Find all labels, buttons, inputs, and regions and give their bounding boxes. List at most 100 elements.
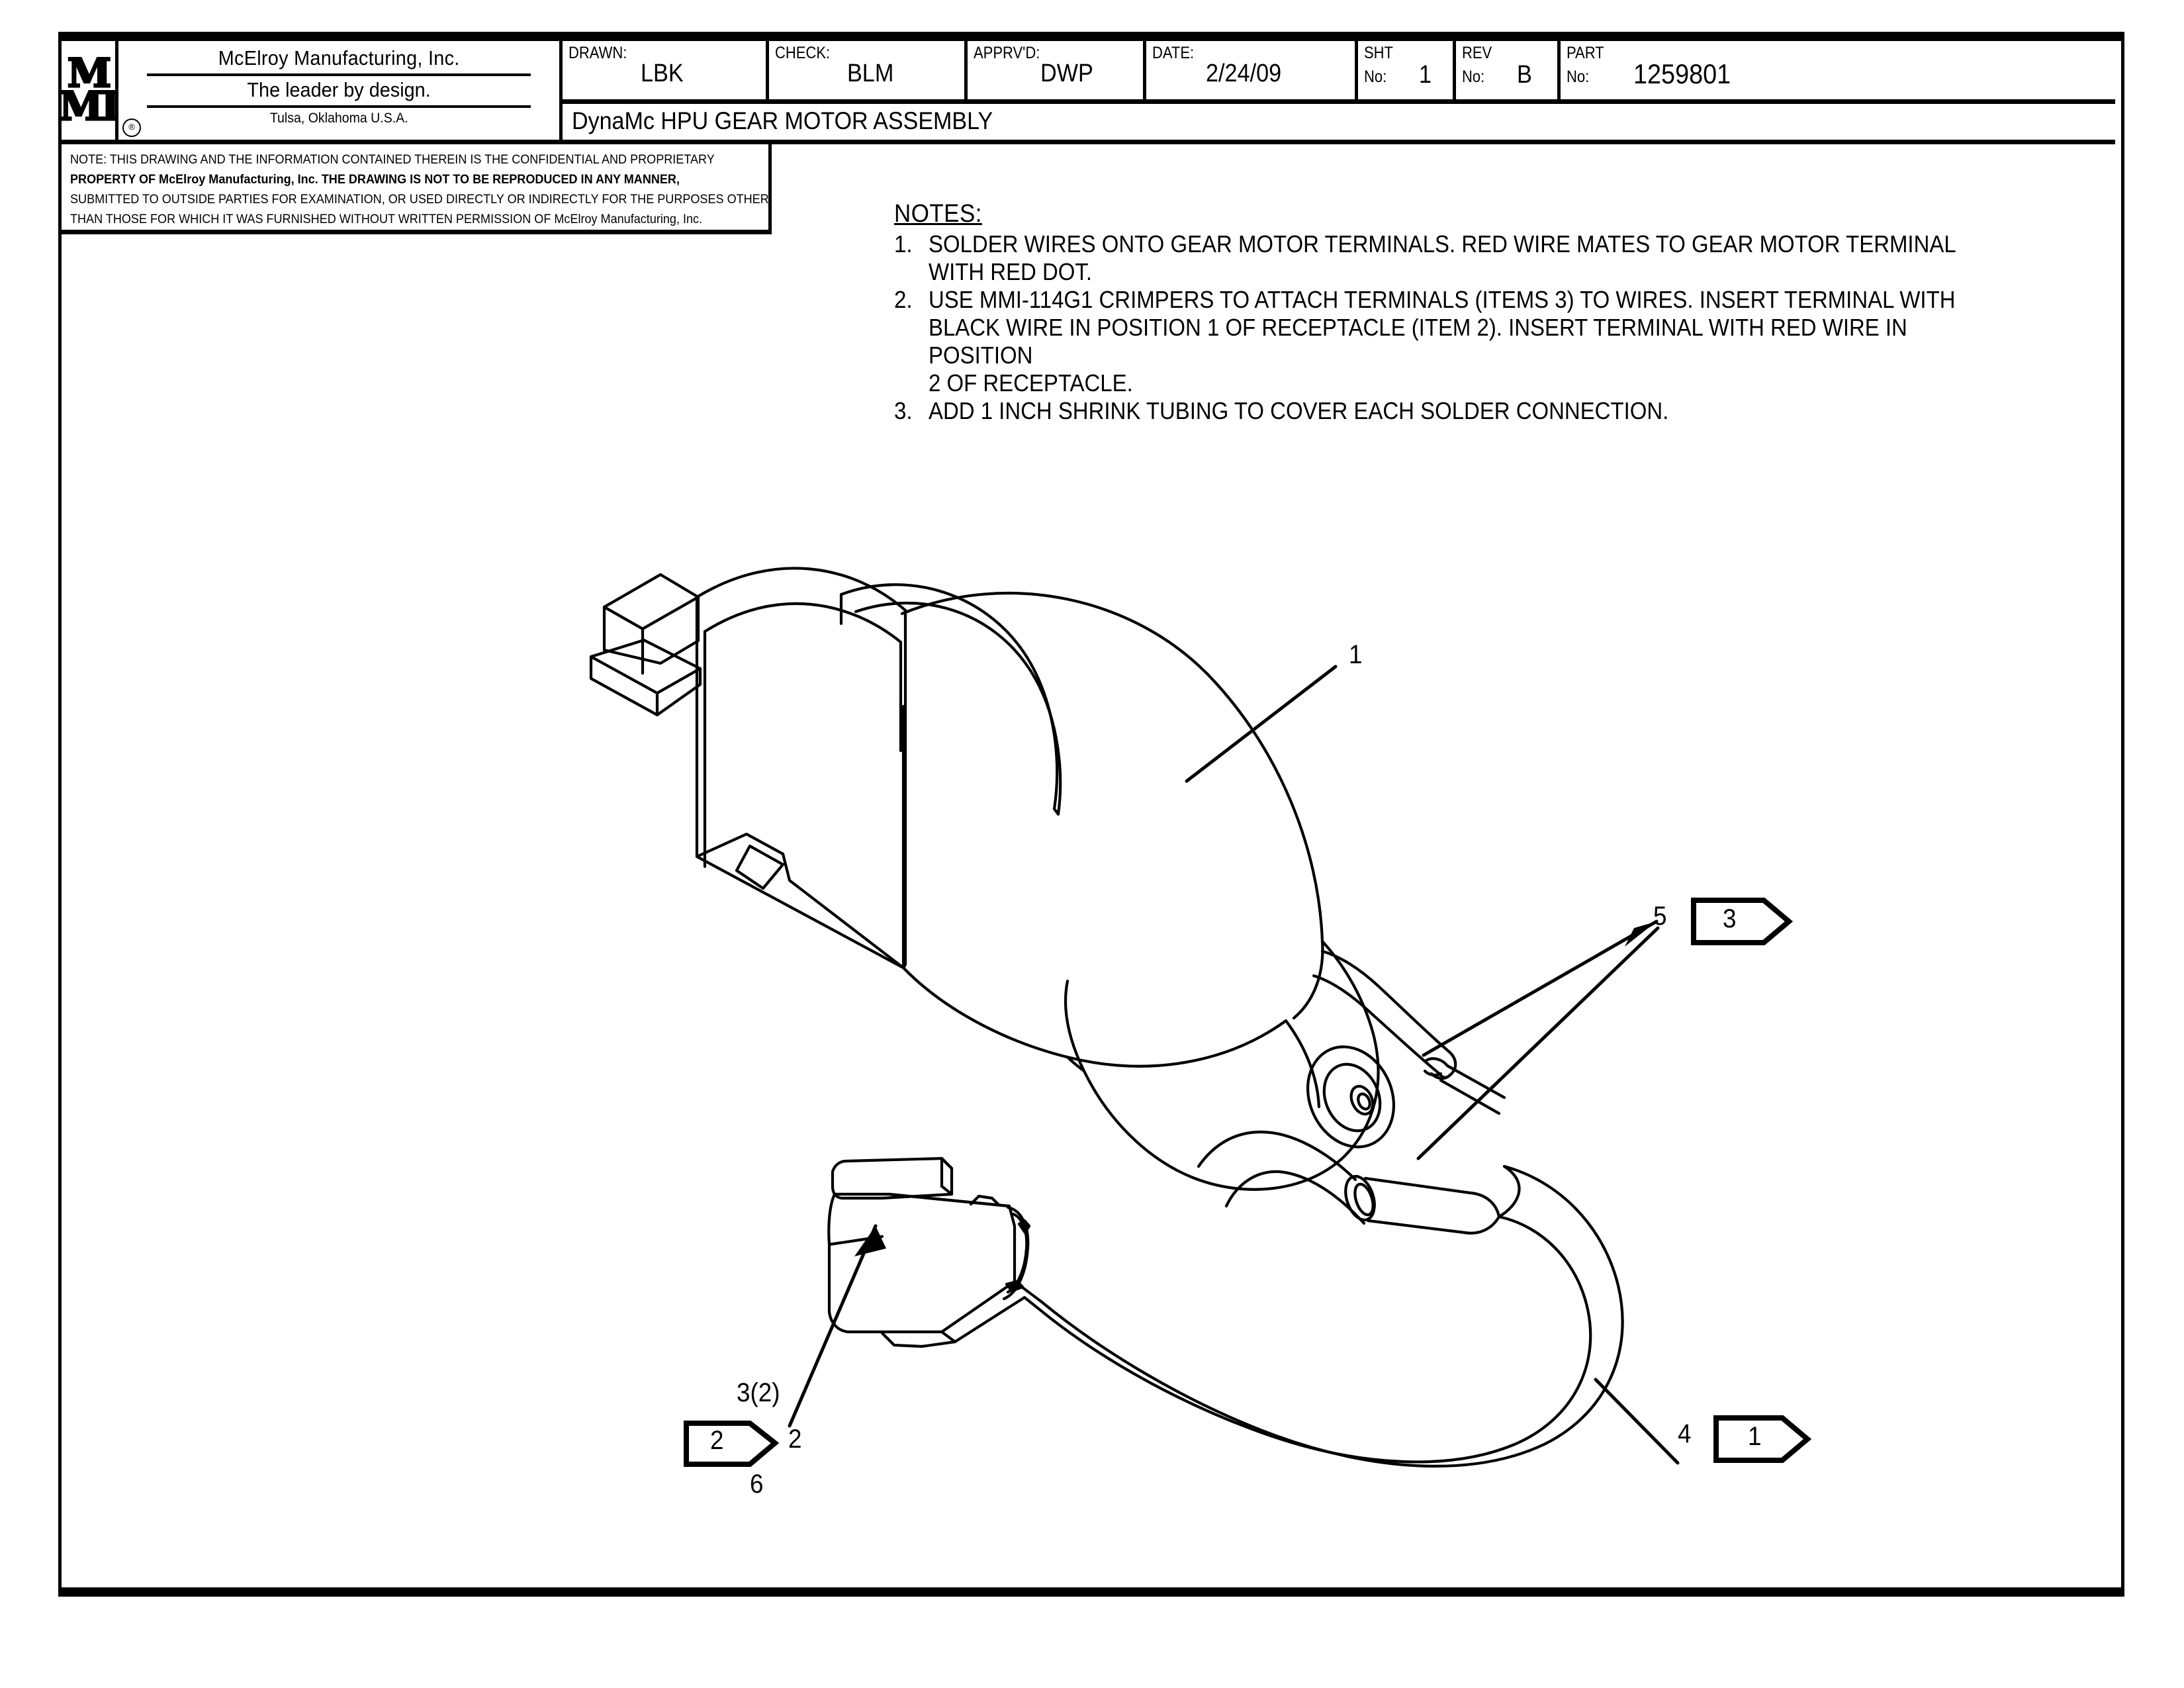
proprietary-note-block: NOTE: THIS DRAWING AND THE INFORMATION C… [62,144,772,234]
field-part-number: PART No: 1259801 [1561,41,2090,99]
connector-bottom-face [940,1295,1026,1344]
cable-outer-edge-2 [1039,1164,1624,1468]
notes-heading: NOTES: [894,200,982,228]
collar-outer-arc [839,583,1059,811]
field-drawn-label: DRAWN: [569,44,627,62]
connector-body-top-edge [887,1192,1011,1208]
company-city: Tulsa, Oklahoma U.S.A. [269,111,408,126]
field-revision-value: B [1517,61,1532,89]
cable-left-run-top [1013,1280,1043,1303]
lower-terminal-ring-outer [1344,1174,1376,1222]
field-drawn-value: LBK [641,60,684,87]
field-revision: REV No: B [1456,41,1561,99]
cable-outer-edge [1049,1215,1592,1464]
field-approved: APPRV'D: DWP [968,41,1146,99]
flag-shape-1 [1713,1415,1812,1463]
upper-wire-bottom [1312,974,1441,1076]
drawing-sheet-border: M MI McElroy Manufacturing, Inc. The lea… [58,32,2124,1597]
shaft-top-edge [602,595,700,631]
title-block-bottom-rule [62,140,2115,144]
field-part-value: 1259801 [1633,58,1731,89]
lower-wire-bottom [1224,1170,1366,1225]
note-number: 2. [894,286,913,313]
note-item: 2. USE MMI-114G1 CRIMPERS TO ATTACH TERM… [894,286,2085,397]
title-block: M MI McElroy Manufacturing, Inc. The lea… [62,41,2115,144]
upper-terminal-tube-top [1445,1064,1506,1100]
callout-stack-bottom: 6 [750,1470,764,1499]
arrowhead-item-2 [854,1226,886,1256]
connector-bottom-notch [880,1331,957,1348]
upper-wire-top [1320,949,1452,1055]
cable-left-run-bottom [1023,1295,1053,1321]
lower-wire-top [1197,1130,1357,1182]
field-sheet-number: SHT No: 1 [1358,41,1456,99]
field-sheet-label-2: No: [1364,68,1387,86]
connector-latch-edge [940,1156,954,1170]
proprietary-line-3: SUBMITTED TO OUTSIDE PARTIES FOR EXAMINA… [70,193,769,207]
lower-terminal-sleeve-top [1468,1191,1501,1219]
motor-rear-face-outline [1064,939,1380,1191]
shaft-key-edge [655,667,702,717]
leader-line-item-5a [1422,919,1659,1057]
gearbox-block-corner [901,962,907,970]
motor-barrel-top-edge [900,591,1324,943]
field-check-label: CHECK: [775,44,831,62]
field-part-label-1: PART [1567,44,1604,62]
flag-label-1: 1 [1748,1422,1762,1451]
connector-latch-top [831,1156,954,1200]
flag-shape-3 [1691,898,1794,945]
note-text: ADD 1 INCH SHRINK TUBING TO COVER EACH S… [929,397,1669,424]
upper-wire-end-cap [1430,1051,1457,1080]
note-text: SOLDER WIRES ONTO GEAR MOTOR TERMINALS. … [929,230,1956,285]
flag-symbols [684,898,1812,1467]
field-sheet-label-1: SHT [1364,44,1393,62]
company-name: McElroy Manufacturing, Inc. [218,46,460,70]
rear-hub-mid [1322,1062,1382,1133]
logo-line-2: MI [62,83,118,130]
leader-line-item-2 [788,1224,878,1428]
callout-stack-top: 3(2) [737,1378,780,1407]
assembly-title: DynaMc HPU GEAR MOTOR ASSEMBLY [572,107,993,134]
motor-body-geometry [589,567,1680,1468]
lower-terminal-tube-bottom [1366,1219,1467,1235]
gearbox-front-arc-top [695,567,907,612]
proprietary-line-4: THAN THOSE FOR WHICH IT WAS FURNISHED WI… [70,212,703,226]
company-block: M MI McElroy Manufacturing, Inc. The lea… [62,41,563,140]
field-check-value: BLM [847,60,894,87]
divider-1 [147,73,531,76]
upper-wire-terminal-lip [1423,1069,1443,1077]
proprietary-line-2: PROPERTY OF McElroy Manufacturing, Inc. … [70,173,680,187]
connector-body-hidden [827,1235,884,1246]
field-drawn: DRAWN: LBK [563,41,769,99]
callout-stack-mid: 2 [788,1425,802,1454]
company-identity: McElroy Manufacturing, Inc. The leader b… [118,41,559,140]
lower-terminal-tube-top [1363,1176,1472,1195]
lower-terminal-sleeve-bottom [1463,1215,1501,1235]
note-item: 1. SOLDER WIRES ONTO GEAR MOTOR TERMINAL… [894,230,2085,286]
connector-latch-edge-2 [940,1184,954,1196]
gearbox-face-notch [735,844,785,890]
arrowhead-item-5a [1625,921,1657,947]
connector-face-ring-inner [1006,1212,1028,1294]
collar-right-thickness [1052,807,1060,816]
leader-line-item-1 [1185,665,1338,783]
flag-label-2: 2 [710,1426,724,1455]
connector-face-ring-outer [1002,1205,1030,1301]
field-sheet-value: 1 [1419,61,1432,89]
connector-keyway-2 [1005,1280,1024,1293]
shaft-cylinder [602,573,700,665]
notes-block: NOTES: 1. SOLDER WIRES ONTO GEAR MOTOR T… [894,200,2085,425]
rear-hub-outer [1306,1045,1396,1149]
shaft-key-thickness [589,655,659,717]
field-revision-label-2: No: [1462,68,1485,86]
field-revision-label-1: REV [1462,44,1492,62]
shaft-key-tab [589,638,702,695]
field-approved-value: DWP [1040,60,1093,87]
registered-trademark-icon: ® [122,118,141,137]
company-slogan: The leader by design. [247,78,431,101]
note-item: 3. ADD 1 INCH SHRINK TUBING TO COVER EAC… [894,397,2085,425]
upper-terminal-tube-bottom [1439,1078,1501,1115]
rear-hub-bore [1349,1084,1375,1116]
connector-keyway [1017,1219,1031,1235]
field-date-label: DATE: [1152,44,1195,62]
